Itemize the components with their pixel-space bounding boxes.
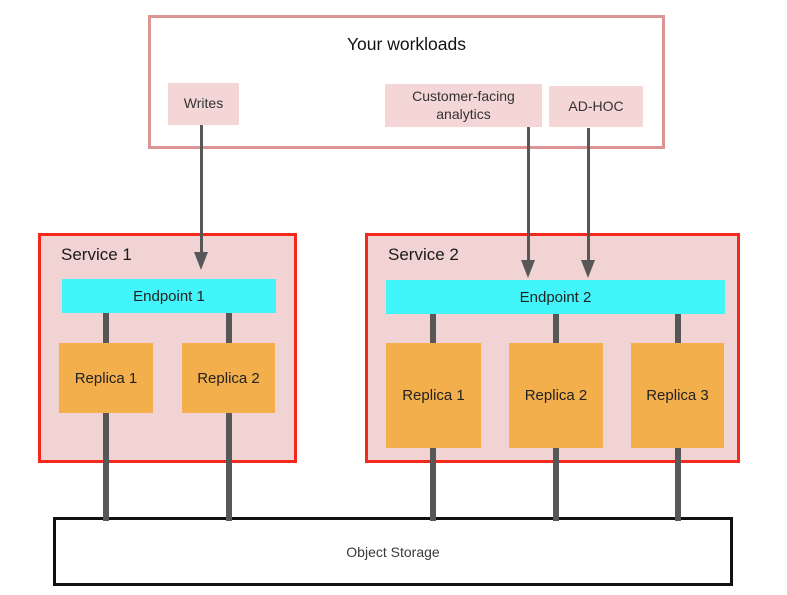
workload-customer-facing-analytics: Customer-facing analytics [385,84,542,127]
connector-endpoint1-replica1 [103,313,109,343]
arrow-analytics-to-endpoint2 [527,127,530,260]
service-2-replica-1: Replica 1 [386,343,481,448]
service-2-replica-3: Replica 3 [631,343,724,448]
workload-writes: Writes [168,83,239,125]
connector-s2-replica2-storage [553,448,559,521]
connector-endpoint2-replica2 [553,314,559,343]
connector-endpoint2-replica1 [430,314,436,343]
arrowhead-analytics-icon [521,260,535,278]
service-1-replica-1: Replica 1 [59,343,153,413]
service-1-label: Service 1 [61,245,132,264]
connector-s2-replica3-storage [675,448,681,521]
connector-endpoint2-replica3 [675,314,681,343]
connector-s2-replica1-storage [430,448,436,521]
object-storage-box: Object Storage [53,517,733,586]
arrowhead-writes-icon [194,252,208,270]
service-2-replica-2: Replica 2 [509,343,603,448]
connector-s1-replica1-storage [103,413,109,521]
your-workloads-title: Your workloads [346,34,466,54]
service-2-endpoint: Endpoint 2 [386,280,725,314]
connector-endpoint1-replica2 [226,313,232,343]
arrowhead-adhoc-icon [581,260,595,278]
connector-s1-replica2-storage [226,413,232,521]
arrow-adhoc-to-endpoint2 [587,128,590,260]
service-2-label: Service 2 [388,245,459,264]
service-1-replica-2: Replica 2 [182,343,275,413]
workload-ad-hoc: AD-HOC [549,86,643,127]
service-1-endpoint: Endpoint 1 [62,279,276,313]
arrow-writes-to-endpoint1 [200,125,203,252]
object-storage-label: Object Storage [346,543,440,560]
